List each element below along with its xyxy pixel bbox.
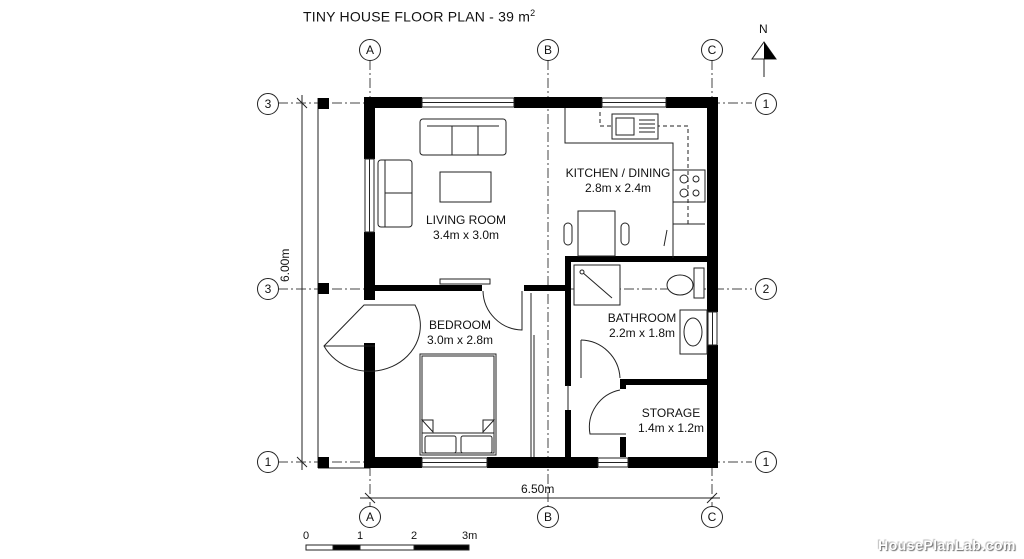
chair-icon [563,222,573,246]
watermark: HousePlanLab.com [878,537,1016,553]
porch-post [318,283,329,294]
grid-bubble-left-1: 1 [257,451,279,473]
toilet-icon [666,274,694,296]
room-name: BEDROOM [428,318,491,332]
room-bedroom: BEDROOM 3.0m x 2.8m [427,318,493,348]
room-name: LIVING ROOM [425,213,507,227]
dimension-lines [296,95,720,504]
bathroom-fixtures [573,264,708,355]
living-furniture [377,118,507,228]
grid-bubble-left-3-mid: 3 [257,278,279,300]
grid-bubble-right-1-bottom: 1 [755,451,777,473]
room-size: 2.8m x 2.4m [584,181,652,195]
room-name: BATHROOM [607,311,677,325]
grid-bubble-b-top: B [537,39,559,61]
kitchen-fixtures [563,108,706,258]
grid-bubble-a-top: A [359,39,381,61]
room-size: 2.2m x 1.8m [608,326,676,340]
exterior-walls [364,97,718,468]
stove-icon [679,174,689,184]
grid-bubble-c-top: C [701,39,723,61]
porch-post [318,457,329,468]
doors [323,290,626,457]
room-size: 1.4m x 1.2m [637,421,705,435]
depth-dimension: 6.00m [278,248,292,282]
room-name: STORAGE [641,406,701,420]
room-living: LIVING ROOM 3.4m x 3.0m [426,213,506,243]
grid-bubble-c-bottom: C [701,506,723,528]
windows [364,97,718,468]
room-storage: STORAGE 1.4m x 1.2m [638,406,704,436]
north-arrow-icon [751,41,777,77]
scale-label-0: 0 [303,530,310,542]
drawing-title: TINY HOUSE FLOOR PLAN - 39 m2 [303,8,536,25]
room-kitchen-dining: KITCHEN / DINING 2.8m x 2.4m [566,166,671,196]
porch-post [318,98,329,109]
width-dimension: 6.50m [521,482,555,496]
scale-label-1: 1 [357,530,364,542]
dining-table-icon [577,210,616,257]
chair-icon [620,222,630,246]
grid-bubble-left-3-top: 3 [257,93,279,115]
scale-bar [305,544,470,551]
room-name: KITCHEN / DINING [565,166,671,180]
grid-bubble-right-1-top: 1 [755,93,777,115]
bed-icon [419,353,497,456]
sofa-icon [419,118,507,156]
coffee-table-icon [439,171,492,203]
scale-label-2: 2 [411,530,418,542]
room-size: 3.4m x 3.0m [432,228,500,242]
north-label: N [759,22,768,36]
scale-label-3m: 3m [462,530,478,542]
grid-bubble-b-bottom: B [537,506,559,528]
room-size: 3.0m x 2.8m [426,333,494,347]
grid-bubble-right-2: 2 [755,278,777,300]
grid-bubble-a-bottom: A [359,506,381,528]
room-bathroom: BATHROOM 2.2m x 1.8m [608,311,676,341]
interior-walls [375,256,707,457]
